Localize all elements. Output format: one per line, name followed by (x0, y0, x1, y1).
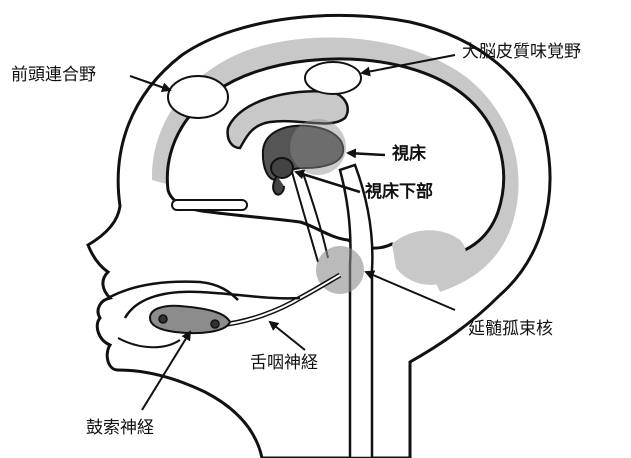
nasal-bar (172, 200, 247, 210)
label-gustatory-cortex: 大脳皮質味覚野 (462, 44, 581, 61)
hypothalamus-blob (271, 158, 293, 178)
arrow-chorda-tympani (142, 332, 190, 410)
label-chorda-tympani: 鼓索神経 (86, 420, 154, 437)
gustatory-circle (305, 62, 361, 94)
label-nts: 延髄孤束核 (468, 321, 553, 338)
taste-point-front (159, 315, 167, 323)
jaw-line (118, 338, 180, 347)
label-thalamus: 視床 (392, 146, 426, 163)
thalamus-highlight (290, 119, 346, 175)
label-prefrontal: 前頭連合野 (11, 67, 96, 84)
label-hypothalamus: 視床下部 (365, 184, 433, 201)
prefrontal-circle (168, 76, 228, 118)
mouth-line (108, 282, 238, 300)
taste-point-back (211, 320, 219, 328)
label-glossopharyngeal: 舌咽神経 (250, 355, 318, 372)
arrow-glossopharyngeal (270, 322, 305, 350)
